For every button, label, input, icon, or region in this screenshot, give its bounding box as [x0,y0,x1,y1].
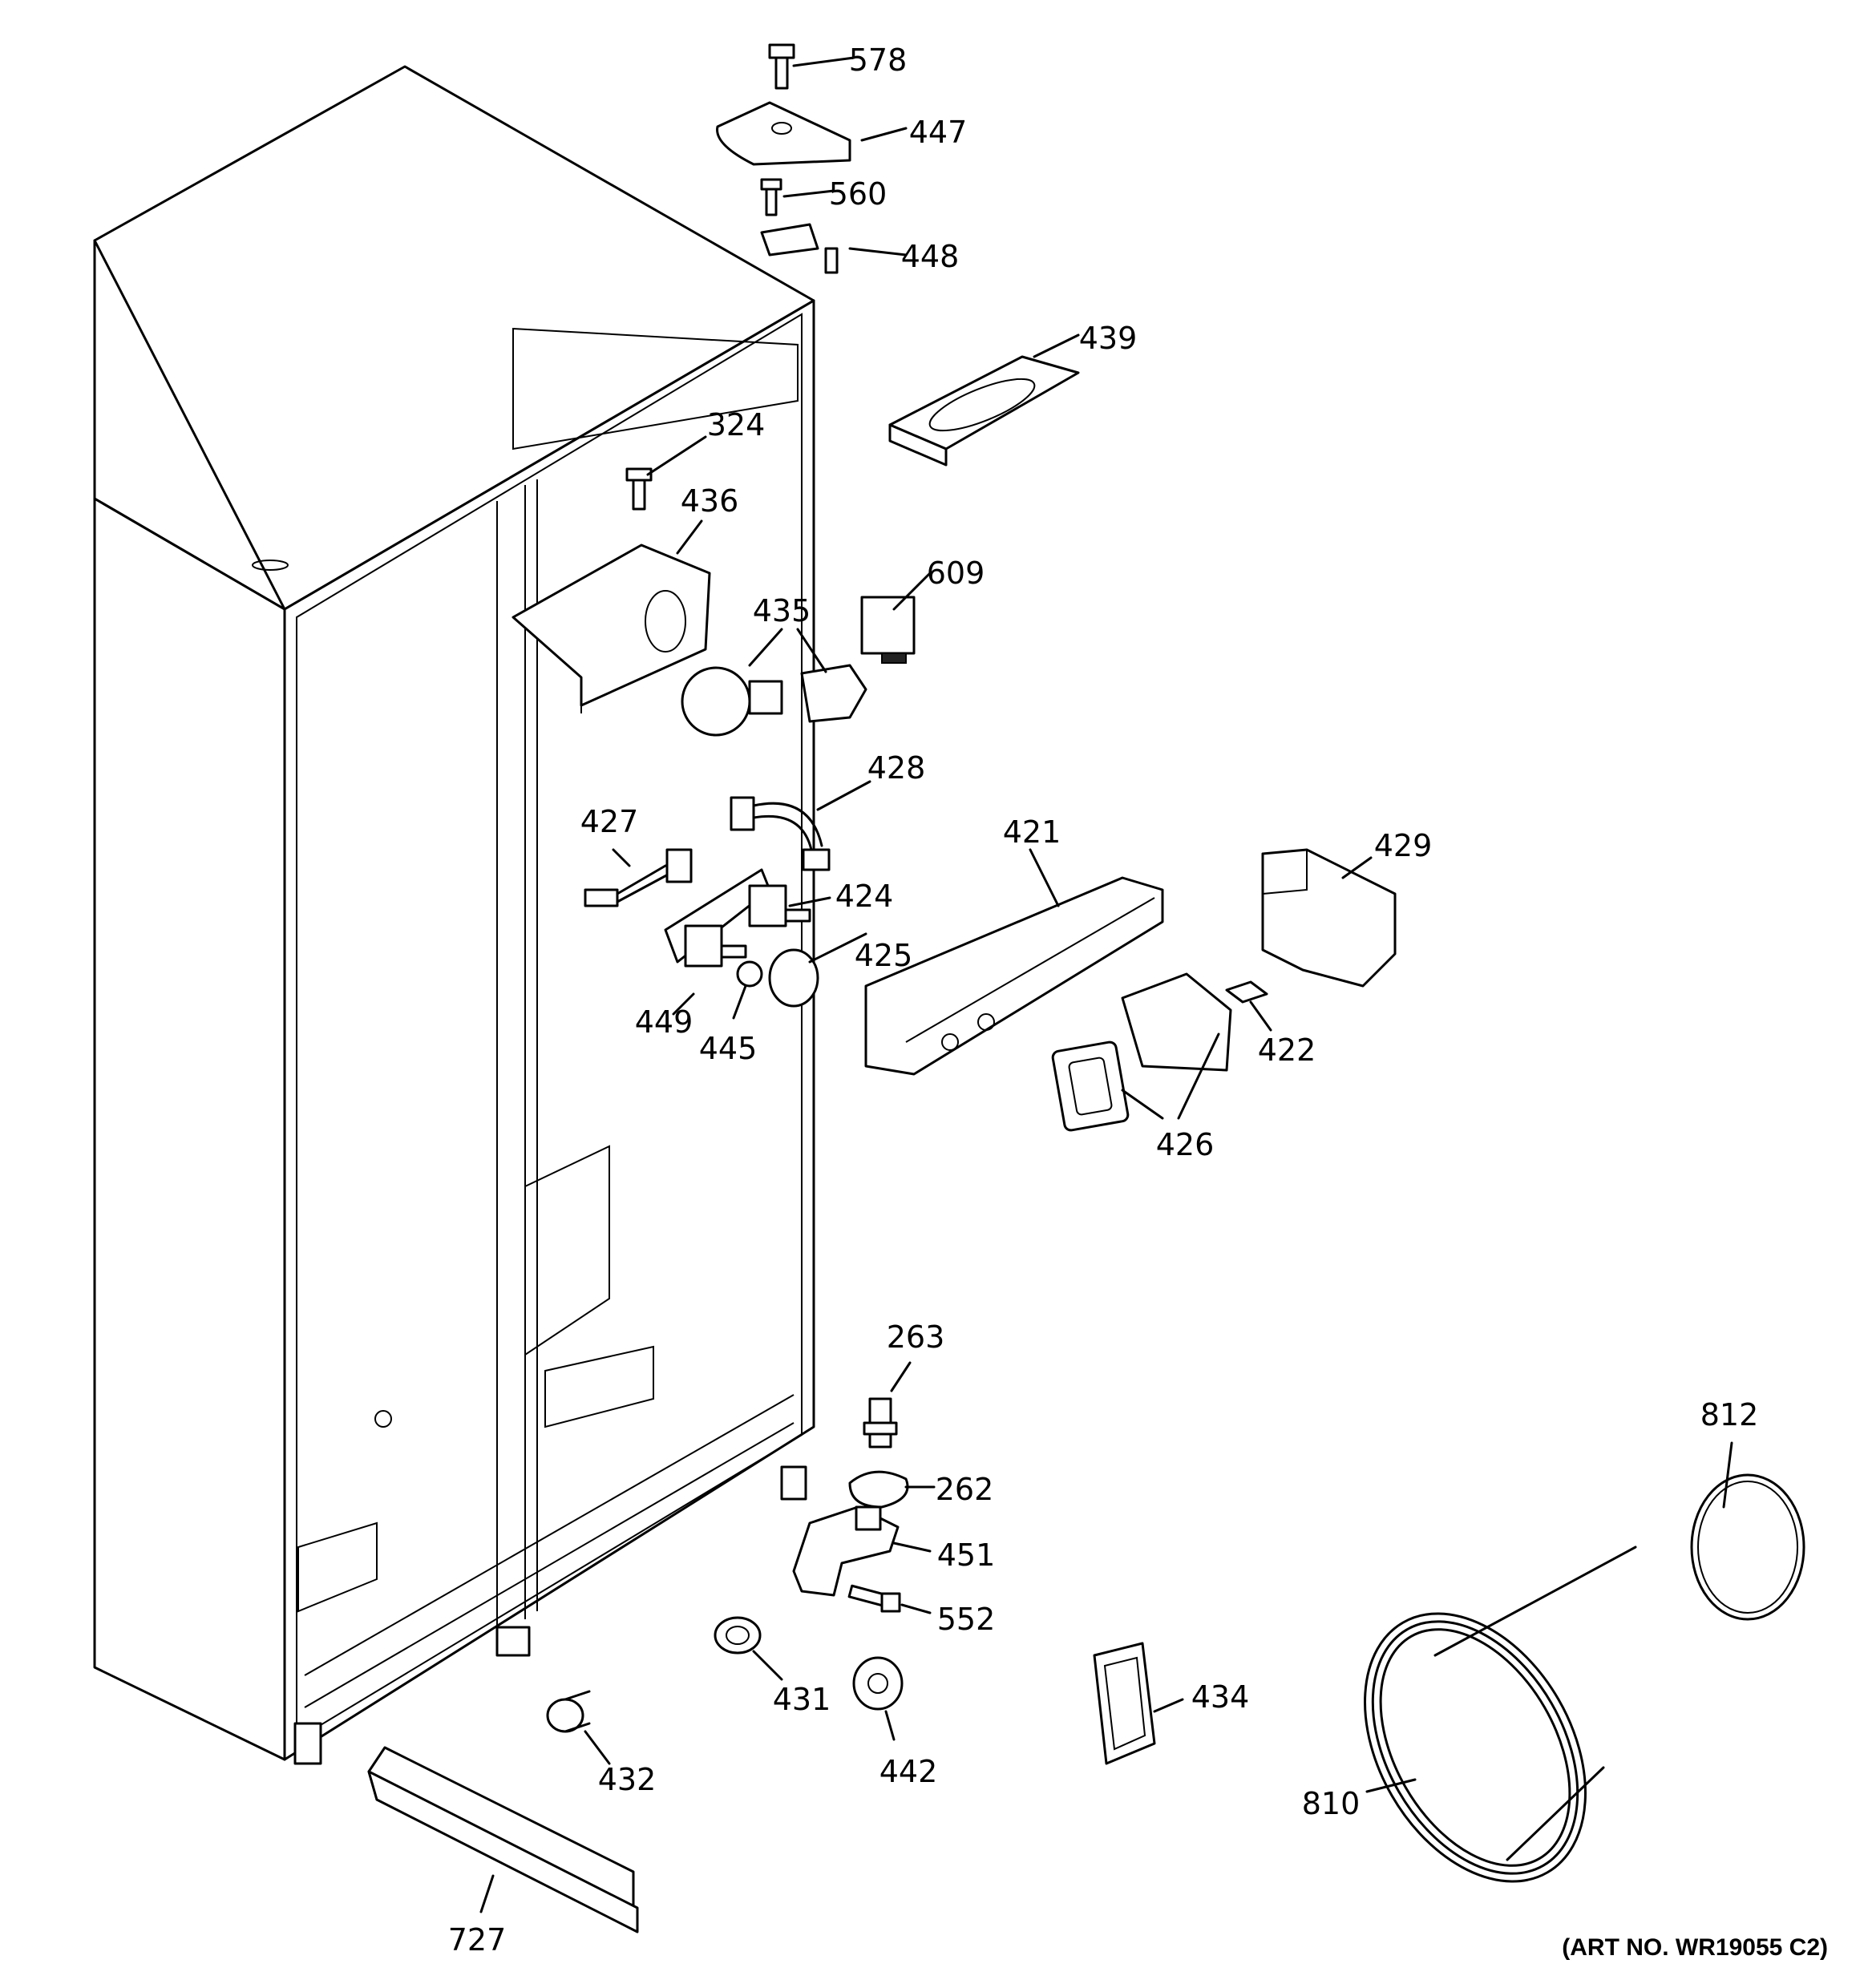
part-label-448[interactable]: 448 [900,239,960,274]
bushing-262 [848,1470,909,1509]
part-label-426[interactable]: 426 [1155,1127,1215,1162]
stud-263 [863,1397,898,1449]
part-label-810[interactable]: 810 [1301,1786,1361,1821]
part-label-439[interactable]: 439 [1078,321,1138,356]
part-label-263[interactable]: 263 [886,1319,945,1355]
part-label-451[interactable]: 451 [936,1537,996,1573]
part-label-427[interactable]: 427 [580,804,639,839]
part-label-812[interactable]: 812 [1700,1397,1759,1432]
part-label-428[interactable]: 428 [867,750,926,786]
hinge-448 [760,223,839,274]
water-line-coil-812 [1690,1473,1805,1621]
refrigerator-cabinet [93,65,815,1765]
part-label-431[interactable]: 431 [772,1682,831,1717]
part-label-449[interactable]: 449 [634,1004,693,1040]
base-grille-727 [367,1746,639,1933]
screw-324 [625,467,653,511]
harness-427 [584,848,693,907]
part-label-560[interactable]: 560 [828,176,888,212]
housing-429 [1261,848,1397,988]
washer-442 [852,1656,904,1711]
part-label-434[interactable]: 434 [1191,1679,1250,1715]
screw-552 [847,1584,901,1613]
bulb-and-socket-435 [681,664,867,737]
plug-432 [546,1690,591,1733]
light-shield-439 [888,355,1080,467]
light-housing-436 [512,543,711,713]
part-label-445[interactable]: 445 [698,1031,758,1066]
actuator-and-gasket-426 [1051,972,1232,1132]
harness-428 [730,796,831,871]
screw-560 [760,178,782,216]
art-number: (ART NO. WR19055 C2) [1562,1934,1828,1961]
part-label-436[interactable]: 436 [680,483,739,519]
screw-578 [768,43,795,90]
part-label-429[interactable]: 429 [1373,828,1433,863]
part-label-442[interactable]: 442 [879,1754,938,1789]
hinge-451 [792,1505,900,1597]
part-label-425[interactable]: 425 [854,938,913,973]
part-label-552[interactable]: 552 [936,1602,996,1637]
part-label-727[interactable]: 727 [447,1922,507,1958]
light-switch-609 [860,596,916,664]
spacer-445 [736,960,763,988]
part-label-422[interactable]: 422 [1257,1032,1316,1068]
plug-431 [714,1616,762,1655]
grille-434 [1093,1642,1156,1765]
part-label-578[interactable]: 578 [848,42,908,78]
part-label-262[interactable]: 262 [935,1472,994,1507]
control-housing-421 [864,876,1164,1076]
control-board-424 [664,868,811,968]
water-line-810 [1364,1546,1637,1883]
part-label-432[interactable]: 432 [597,1762,657,1797]
leader-lines [479,56,1733,1913]
part-label-609[interactable]: 609 [926,556,985,591]
part-label-324[interactable]: 324 [706,407,766,442]
part-label-424[interactable]: 424 [835,879,894,914]
part-label-421[interactable]: 421 [1002,814,1061,850]
hinge-cover-447 [716,101,851,166]
part-label-447[interactable]: 447 [908,115,968,150]
knob-425 [768,948,819,1008]
part-label-435[interactable]: 435 [752,593,811,628]
clip-422 [1225,980,1268,1004]
